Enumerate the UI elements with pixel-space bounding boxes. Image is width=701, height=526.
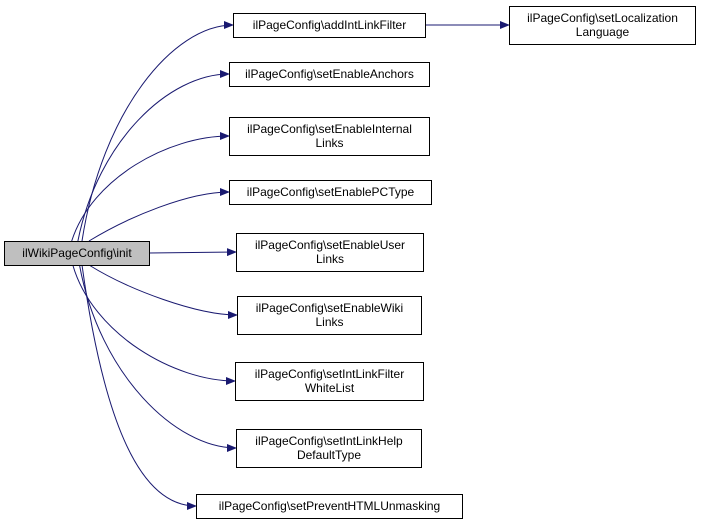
set-prevent-htmlunmasking-box xyxy=(196,494,463,519)
set-enable-internal-links-label-line-1: ilPageConfig\setEnableInternal xyxy=(247,122,412,136)
set-int-link-filter-white-list-label-line-2: WhiteList xyxy=(305,381,355,395)
set-int-link-help-default-type-box xyxy=(236,429,422,468)
edge-to-set-int-link-filter-white-list xyxy=(72,264,236,385)
root-function-node[interactable]: ilWikiPageConfig\init xyxy=(4,241,150,266)
set-localization-language-label-line-2: Language xyxy=(576,25,630,39)
set-enable-user-links-label-line-2: Links xyxy=(316,252,344,266)
edge-to-set-enable-pctype xyxy=(88,188,230,242)
set-enable-pctype-label-line-1: ilPageConfig\setEnablePCType xyxy=(247,185,415,199)
set-prevent-htmlunmasking-node[interactable]: ilPageConfig\setPreventHTMLUnmasking xyxy=(196,494,463,519)
set-int-link-help-default-type-label-line-1: ilPageConfig\setIntLinkHelp xyxy=(255,434,403,448)
root-function-box xyxy=(4,241,150,266)
edge-to-set-enable-user-links xyxy=(148,248,237,257)
edges-layer xyxy=(71,21,510,510)
root-function-label-line-1: ilWikiPageConfig\init xyxy=(22,246,132,260)
set-prevent-htmlunmasking-label-line-1: ilPageConfig\setPreventHTMLUnmasking xyxy=(219,499,440,513)
set-enable-pctype-node[interactable]: ilPageConfig\setEnablePCType xyxy=(229,180,432,205)
set-enable-pctype-box xyxy=(229,180,432,205)
edge-to-set-enable-wiki-links xyxy=(88,264,238,319)
edge-to-set-enable-anchors xyxy=(77,70,230,242)
set-enable-internal-links-label-line-2: Links xyxy=(315,136,343,150)
edge-to-set-prevent-htmlunmasking xyxy=(81,264,197,510)
set-int-link-help-default-type-label-line-2: DefaultType xyxy=(297,448,361,462)
edge-to-set-int-link-help-default-type xyxy=(79,264,237,452)
add-int-link-filter-label-line-1: ilPageConfig\addIntLinkFilter xyxy=(253,18,406,32)
edge-to-add-int-link-filter xyxy=(81,21,234,242)
set-enable-wiki-links-label-line-2: Links xyxy=(315,315,343,329)
set-enable-anchors-node[interactable]: ilPageConfig\setEnableAnchors xyxy=(229,62,430,87)
set-enable-user-links-label-line-1: ilPageConfig\setEnableUser xyxy=(255,238,405,252)
add-int-link-filter-box xyxy=(233,13,426,38)
set-localization-language-label-line-1: ilPageConfig\setLocalization xyxy=(527,11,678,25)
set-enable-wiki-links-label-line-1: ilPageConfig\setEnableWiki xyxy=(256,301,403,315)
set-enable-internal-links-box xyxy=(229,117,430,156)
nodes-layer: ilWikiPageConfig\init ilPageConfig\addInt… xyxy=(4,6,696,519)
set-localization-language-box xyxy=(509,6,696,45)
set-int-link-filter-white-list-label-line-1: ilPageConfig\setIntLinkFilter xyxy=(255,367,404,381)
edge-to-set-enable-internal-links xyxy=(71,132,230,242)
set-enable-user-links-box xyxy=(236,233,424,272)
set-enable-anchors-box xyxy=(229,62,430,87)
set-enable-wiki-links-box xyxy=(237,296,422,335)
add-int-link-filter-node[interactable]: ilPageConfig\addIntLinkFilter xyxy=(233,13,426,38)
set-enable-anchors-label-line-1: ilPageConfig\setEnableAnchors xyxy=(245,67,414,81)
set-int-link-filter-white-list-box xyxy=(235,362,424,401)
